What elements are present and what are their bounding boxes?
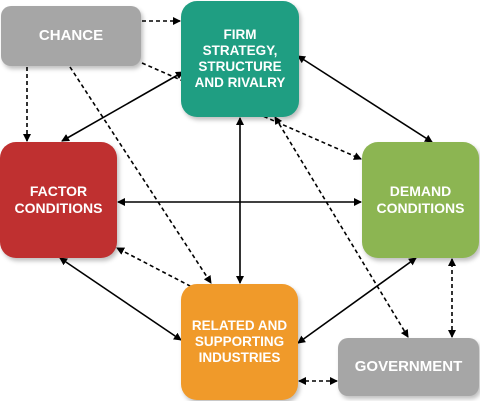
demand-conditions-label: DEMAND CONDITIONS	[376, 183, 465, 216]
related-supporting-box: RELATED AND SUPPORTING INDUSTRIES	[181, 284, 298, 400]
connector-factor-related	[59, 257, 182, 341]
connector-firm-demand	[297, 55, 433, 143]
connector-gov-firm	[274, 116, 409, 338]
government-label: GOVERNMENT	[354, 358, 463, 375]
connector-related-demand	[297, 257, 417, 344]
demand-conditions-box: DEMAND CONDITIONS	[362, 142, 479, 258]
firm-strategy-box: FIRM STRATEGY, STRUCTURE AND RIVALRY	[181, 1, 299, 117]
related-supporting-label: RELATED AND SUPPORTING INDUSTRIES	[191, 317, 288, 366]
firm-strategy-label: FIRM STRATEGY, STRUCTURE AND RIVALRY	[194, 26, 286, 91]
government-box: GOVERNMENT	[338, 338, 479, 396]
connector-chance-related	[69, 66, 212, 284]
connector-gov-factor	[116, 247, 291, 339]
connector-firm-factor	[61, 71, 184, 142]
chance-label: CHANCE	[38, 27, 104, 44]
factor-conditions-box: FACTOR CONDITIONS	[0, 142, 117, 258]
factor-conditions-label: FACTOR CONDITIONS	[14, 183, 103, 216]
chance-box: CHANCE	[1, 6, 141, 66]
